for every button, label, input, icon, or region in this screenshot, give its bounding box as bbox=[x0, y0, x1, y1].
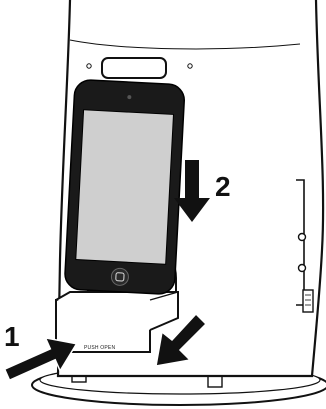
step-1-label: 1 bbox=[4, 321, 20, 352]
push-open-label: PUSH OPEN bbox=[84, 345, 115, 351]
step-2-label: 2 bbox=[215, 171, 231, 202]
smartphone-icon bbox=[64, 79, 185, 294]
home-button-icon bbox=[111, 268, 129, 286]
